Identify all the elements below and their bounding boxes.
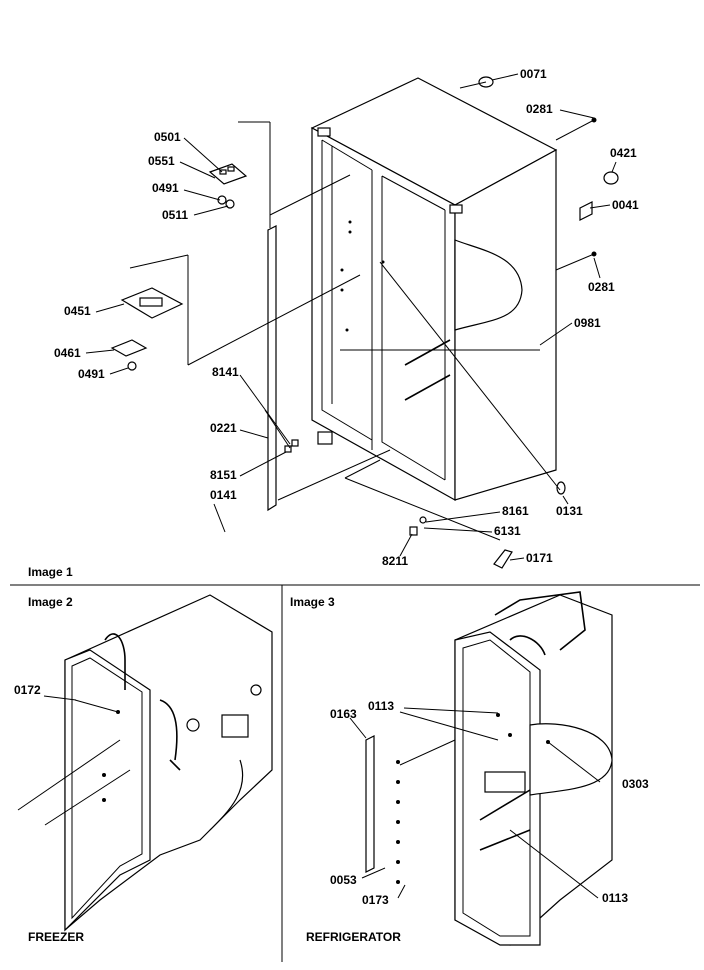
label-8141: 8141 xyxy=(212,365,239,379)
image2-freezer xyxy=(17,594,273,932)
caption-freezer: FREEZER xyxy=(28,930,84,944)
label-0171: 0171 xyxy=(526,551,553,565)
leader-lines xyxy=(43,73,617,714)
label-0221: 0221 xyxy=(210,421,237,435)
label-0491-bottom: 0491 xyxy=(78,367,105,381)
label-0511: 0511 xyxy=(162,208,188,222)
label-0303: 0303 xyxy=(622,777,649,791)
caption-image1: Image 1 xyxy=(28,565,73,579)
label-0491-top: 0491 xyxy=(152,181,179,195)
image1-cabinet xyxy=(310,77,558,502)
label-0501: 0501 xyxy=(154,130,181,144)
label-8211: 8211 xyxy=(382,554,408,568)
part-0451-bracket xyxy=(110,287,184,371)
label-0113-bottom: 0113 xyxy=(602,891,628,905)
label-6131: 6131 xyxy=(494,524,521,538)
label-0281-side: 0281 xyxy=(588,280,615,294)
label-0551: 0551 xyxy=(148,154,175,168)
label-0172: 0172 xyxy=(14,683,41,697)
label-0421: 0421 xyxy=(610,146,637,160)
label-8161: 8161 xyxy=(502,504,529,518)
part-hardware xyxy=(284,76,619,569)
label-0071: 0071 xyxy=(520,67,547,81)
label-0173: 0173 xyxy=(362,893,389,907)
label-0451: 0451 xyxy=(64,304,91,318)
label-0141: 0141 xyxy=(210,488,237,502)
label-8151: 8151 xyxy=(210,468,237,482)
caption-image2: Image 2 xyxy=(28,595,73,609)
label-0131: 0131 xyxy=(556,504,583,518)
label-0113-top: 0113 xyxy=(368,699,394,713)
label-0981: 0981 xyxy=(574,316,601,330)
label-0041: 0041 xyxy=(612,198,639,212)
label-0281-top: 0281 xyxy=(526,102,553,116)
caption-image3: Image 3 xyxy=(290,595,335,609)
caption-refrigerator: REFRIGERATOR xyxy=(306,930,401,944)
label-0163: 0163 xyxy=(330,707,357,721)
label-0053: 0053 xyxy=(330,873,357,887)
part-labels: 0071 0281 0421 0041 0281 0981 0501 0551 … xyxy=(14,67,649,907)
part-0221-strip xyxy=(267,225,277,512)
image3-refrigerator xyxy=(349,591,613,946)
label-0461: 0461 xyxy=(54,346,81,360)
image1-guide-lines xyxy=(129,81,595,541)
part-0501-bracket xyxy=(208,163,248,209)
